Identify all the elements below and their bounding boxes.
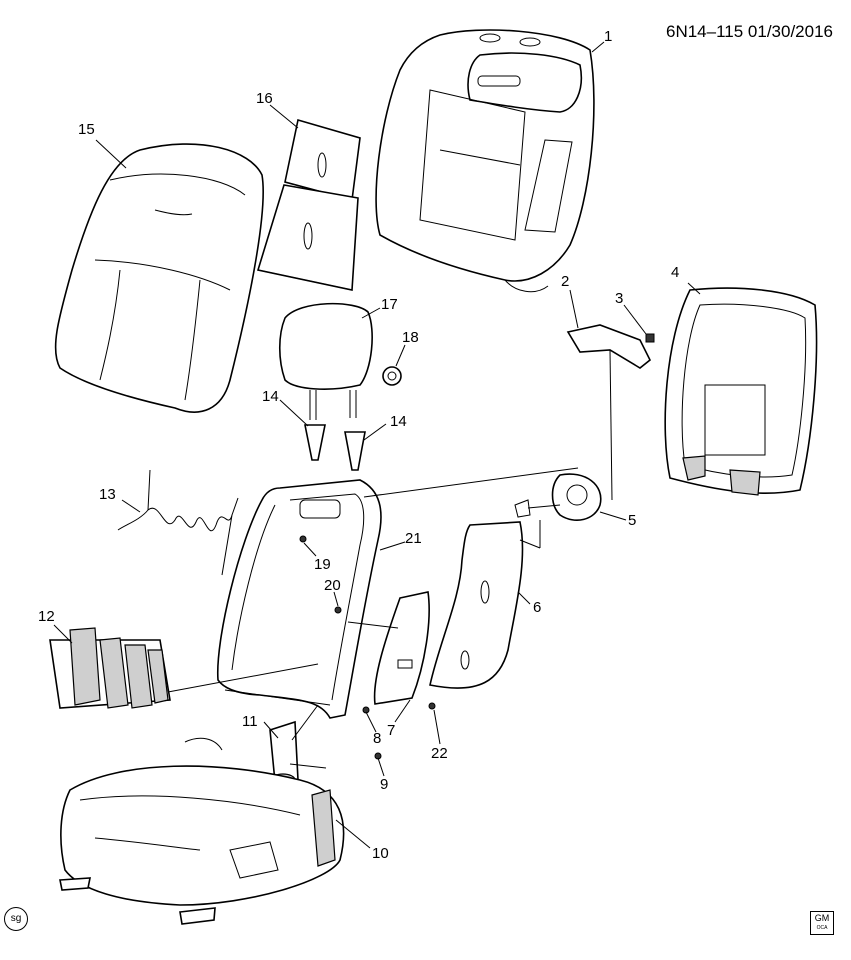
callout-1: 1 <box>604 28 613 45</box>
sg-circle-icon: sg <box>4 907 28 931</box>
callout-13: 13 <box>99 486 116 503</box>
callout-16: 16 <box>256 90 273 107</box>
side-bolster <box>373 591 430 705</box>
callout-5: 5 <box>628 512 637 529</box>
callout-3: 3 <box>615 290 624 307</box>
callout-14-left: 14 <box>262 388 279 405</box>
switch-harness <box>49 627 171 709</box>
callout-9: 9 <box>380 776 389 793</box>
callout-11: 11 <box>242 713 258 730</box>
callout-4: 4 <box>671 264 680 281</box>
callout-12: 12 <box>38 608 55 625</box>
seat-back-pads <box>256 118 361 291</box>
back-pad <box>429 521 524 689</box>
callout-17: 17 <box>381 296 398 313</box>
callout-14-right: 14 <box>390 413 407 430</box>
callout-19: 19 <box>314 556 331 573</box>
fasteners <box>299 535 436 760</box>
callout-20: 20 <box>324 577 341 594</box>
headrest <box>279 302 373 420</box>
diagram-code: 6N14–115 01/30/2016 <box>665 22 833 41</box>
seat-back-frame <box>216 479 382 719</box>
leader-lines <box>53 41 701 849</box>
callout-15: 15 <box>78 121 95 138</box>
callout-18: 18 <box>402 329 419 346</box>
callout-7: 7 <box>387 722 396 739</box>
recliner <box>514 473 602 521</box>
gm-logo-icon: GM OCA <box>810 911 834 935</box>
callout-22: 22 <box>431 745 448 762</box>
callout-8: 8 <box>373 730 382 747</box>
wire-spring <box>117 469 239 576</box>
callout-21: 21 <box>405 530 422 547</box>
callout-10: 10 <box>372 845 389 862</box>
seat-back-cover <box>54 143 264 413</box>
seat-cushion <box>59 737 345 925</box>
seat-back-panel <box>375 29 595 293</box>
gm-logo-subtext: OCA <box>816 925 828 931</box>
headrest-guides <box>304 424 366 471</box>
callout-6: 6 <box>533 599 542 616</box>
callout-2: 2 <box>561 273 570 290</box>
bracket <box>566 324 655 369</box>
gm-logo-text: GM <box>814 913 830 923</box>
rear-panel <box>664 287 818 496</box>
nut-18 <box>382 366 402 386</box>
